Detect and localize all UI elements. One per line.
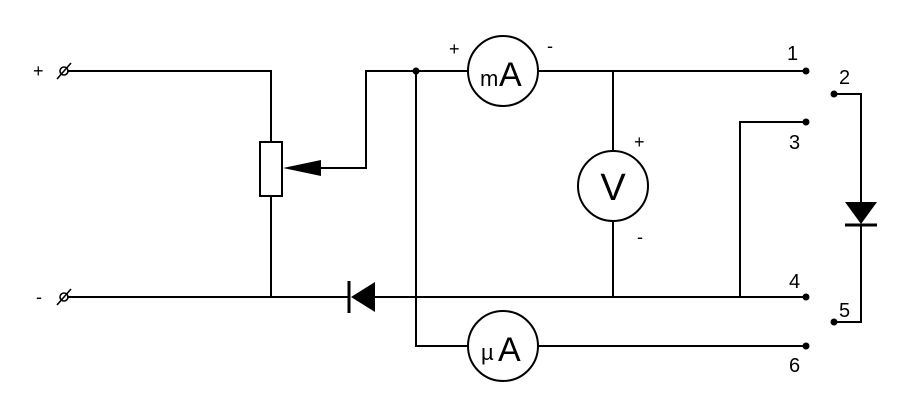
terminal-1 — [802, 67, 810, 75]
voltmeter-plus: + — [634, 132, 645, 152]
wire-diode-to-terminal-5 — [833, 224, 862, 323]
bottom-microammeter: µ A — [467, 310, 539, 382]
voltmeter: V + - — [577, 70, 649, 298]
supply-plus-terminal: + — [33, 61, 72, 81]
supply-plus-label: + — [33, 61, 44, 81]
terminal-3 — [802, 118, 810, 126]
wiper-arrow-icon — [283, 160, 321, 176]
supply-minus-terminal-slash — [56, 288, 72, 306]
wire-wiper-to-junction — [365, 70, 417, 169]
terminal-4 — [802, 293, 810, 301]
terminal-label-6: 6 — [789, 355, 800, 377]
potentiometer-body — [259, 141, 283, 197]
supply-plus-terminal-slash — [56, 62, 72, 80]
milliammeter-prefix: m — [480, 66, 498, 91]
test-diode — [833, 93, 877, 323]
wire-junction-to-ua — [415, 70, 470, 347]
top-milliammeter: m A + - — [415, 35, 553, 107]
potentiometer — [67, 70, 367, 298]
supply-minus-terminal: - — [36, 287, 72, 307]
series-diode-triangle — [351, 282, 375, 312]
wire-terminal-3 — [739, 121, 807, 298]
microammeter-prefix: µ — [481, 340, 494, 365]
voltmeter-minus: - — [637, 227, 643, 247]
supply-minus-label: - — [36, 287, 42, 307]
milliammeter-plus: + — [449, 39, 460, 59]
series-diode-icon — [347, 281, 375, 313]
terminal-label-5: 5 — [839, 300, 850, 322]
milliammeter-unit: A — [499, 56, 522, 94]
terminal-6 — [802, 342, 810, 350]
voltmeter-unit: V — [600, 167, 626, 209]
wire-terminal-2-to-diode — [833, 93, 862, 203]
milliammeter-minus: - — [547, 36, 553, 56]
terminal-label-2: 2 — [839, 67, 850, 89]
terminal-label-3: 3 — [789, 132, 800, 154]
test-diode-triangle-icon — [845, 202, 877, 224]
microammeter-unit: A — [498, 331, 521, 369]
wire-plus-to-pot — [67, 70, 272, 143]
terminal-label-1: 1 — [787, 43, 798, 65]
terminal-label-4: 4 — [789, 271, 800, 293]
